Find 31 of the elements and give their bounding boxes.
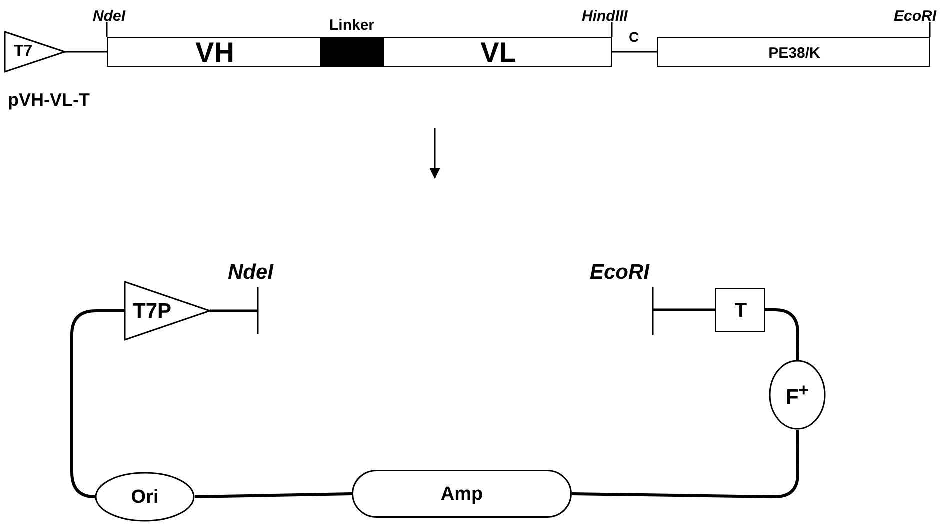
node-label: VL (480, 39, 516, 67)
node-label: T7 (14, 44, 33, 60)
node-label: F$^{+}$ (786, 382, 810, 408)
connector-line (210, 310, 258, 312)
node-label: PE38/K (768, 46, 820, 60)
origin-ellipse (769, 360, 826, 430)
node-label: VH (196, 39, 234, 67)
node-label: Ori (131, 488, 159, 506)
segment-label: Linker (329, 18, 374, 33)
site-label: EcoRI (590, 262, 650, 283)
resistance-gene-box (352, 470, 572, 518)
connector-line (70, 310, 125, 498)
node-label: T7P (133, 300, 172, 322)
connector-line (572, 430, 800, 498)
connector-line (612, 51, 657, 53)
site-label: NdeI (228, 262, 274, 283)
connector-line (194, 492, 352, 498)
connector-line (65, 51, 107, 53)
origin-ellipse (95, 472, 195, 522)
connector-line (653, 308, 715, 312)
terminator-box (715, 288, 765, 332)
connector-line (765, 308, 800, 360)
site-label: HindIII (582, 9, 628, 24)
edge-label: C (628, 30, 640, 44)
node-label: Amp (440, 484, 484, 504)
construct-name: pVH-VL-T (8, 91, 90, 109)
promoter-triangle (5, 32, 65, 72)
site-label: NdeI (93, 9, 126, 24)
site-label: EcoRI (894, 9, 937, 24)
node-label: T (734, 301, 748, 321)
promoter-triangle (125, 282, 210, 340)
